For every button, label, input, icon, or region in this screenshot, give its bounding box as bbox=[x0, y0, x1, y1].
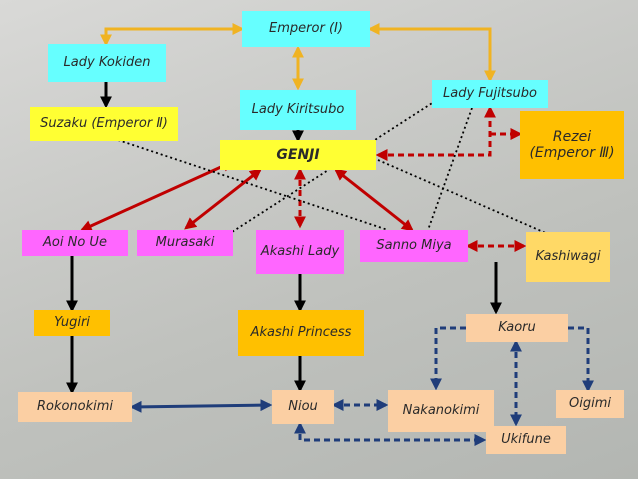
node-emperor-1: Emperor (Ⅰ) bbox=[242, 11, 370, 47]
edge-niou-ukifune bbox=[294, 421, 487, 446]
node-niou: Niou bbox=[272, 390, 334, 424]
edge-genji-murasaki bbox=[184, 168, 262, 230]
node-ukifune: Ukifune bbox=[486, 426, 566, 454]
node-murasaki: Murasaki bbox=[137, 230, 233, 256]
node-suzaku: Suzaku (Emperor Ⅱ) bbox=[30, 107, 178, 141]
edge-fujitsubo-sanno bbox=[427, 107, 473, 231]
node-lady-kokiden: Lady Kokiden bbox=[48, 44, 166, 82]
node-kashiwagi: Kashiwagi bbox=[526, 232, 610, 282]
edge-kaoru-oigimi bbox=[568, 326, 594, 393]
node-kaoru: Kaoru bbox=[466, 314, 568, 342]
edge-emperor-kokiden bbox=[100, 23, 245, 47]
node-genji: GENJI bbox=[220, 140, 376, 170]
node-nakanokimi: Nakanokimi bbox=[388, 390, 494, 432]
node-yugiri: Yugiri bbox=[34, 310, 110, 336]
edge-kaoru-nakanokimi bbox=[430, 326, 466, 391]
edge-rokonokimi-niou bbox=[129, 399, 273, 413]
edge-genji-sanno bbox=[334, 168, 414, 232]
edge-genji-aoi bbox=[79, 160, 235, 232]
edge-genji-kashiwagi bbox=[377, 159, 549, 235]
node-akashi-lady: Akashi Lady bbox=[256, 230, 344, 274]
node-sanno-miya: Sanno Miya bbox=[360, 230, 468, 262]
node-akashi-princess: Akashi Princess bbox=[238, 310, 364, 356]
node-rokonokimi: Rokonokimi bbox=[18, 392, 132, 422]
edge-genji-fujitsubo bbox=[375, 105, 496, 161]
edge-fujitsubo-murasaki bbox=[231, 97, 441, 233]
edge-emperor-fujitsubo bbox=[367, 23, 496, 83]
node-lady-kiritsubo: Lady Kiritsubo bbox=[240, 90, 356, 130]
node-aoi-no-ue: Aoi No Ue bbox=[22, 230, 128, 256]
node-lady-fujitsubo: Lady Fujitsubo bbox=[432, 80, 548, 108]
node-rezei: Rezei (Emperor Ⅲ) bbox=[520, 111, 624, 179]
node-oigimi: Oigimi bbox=[556, 390, 624, 418]
